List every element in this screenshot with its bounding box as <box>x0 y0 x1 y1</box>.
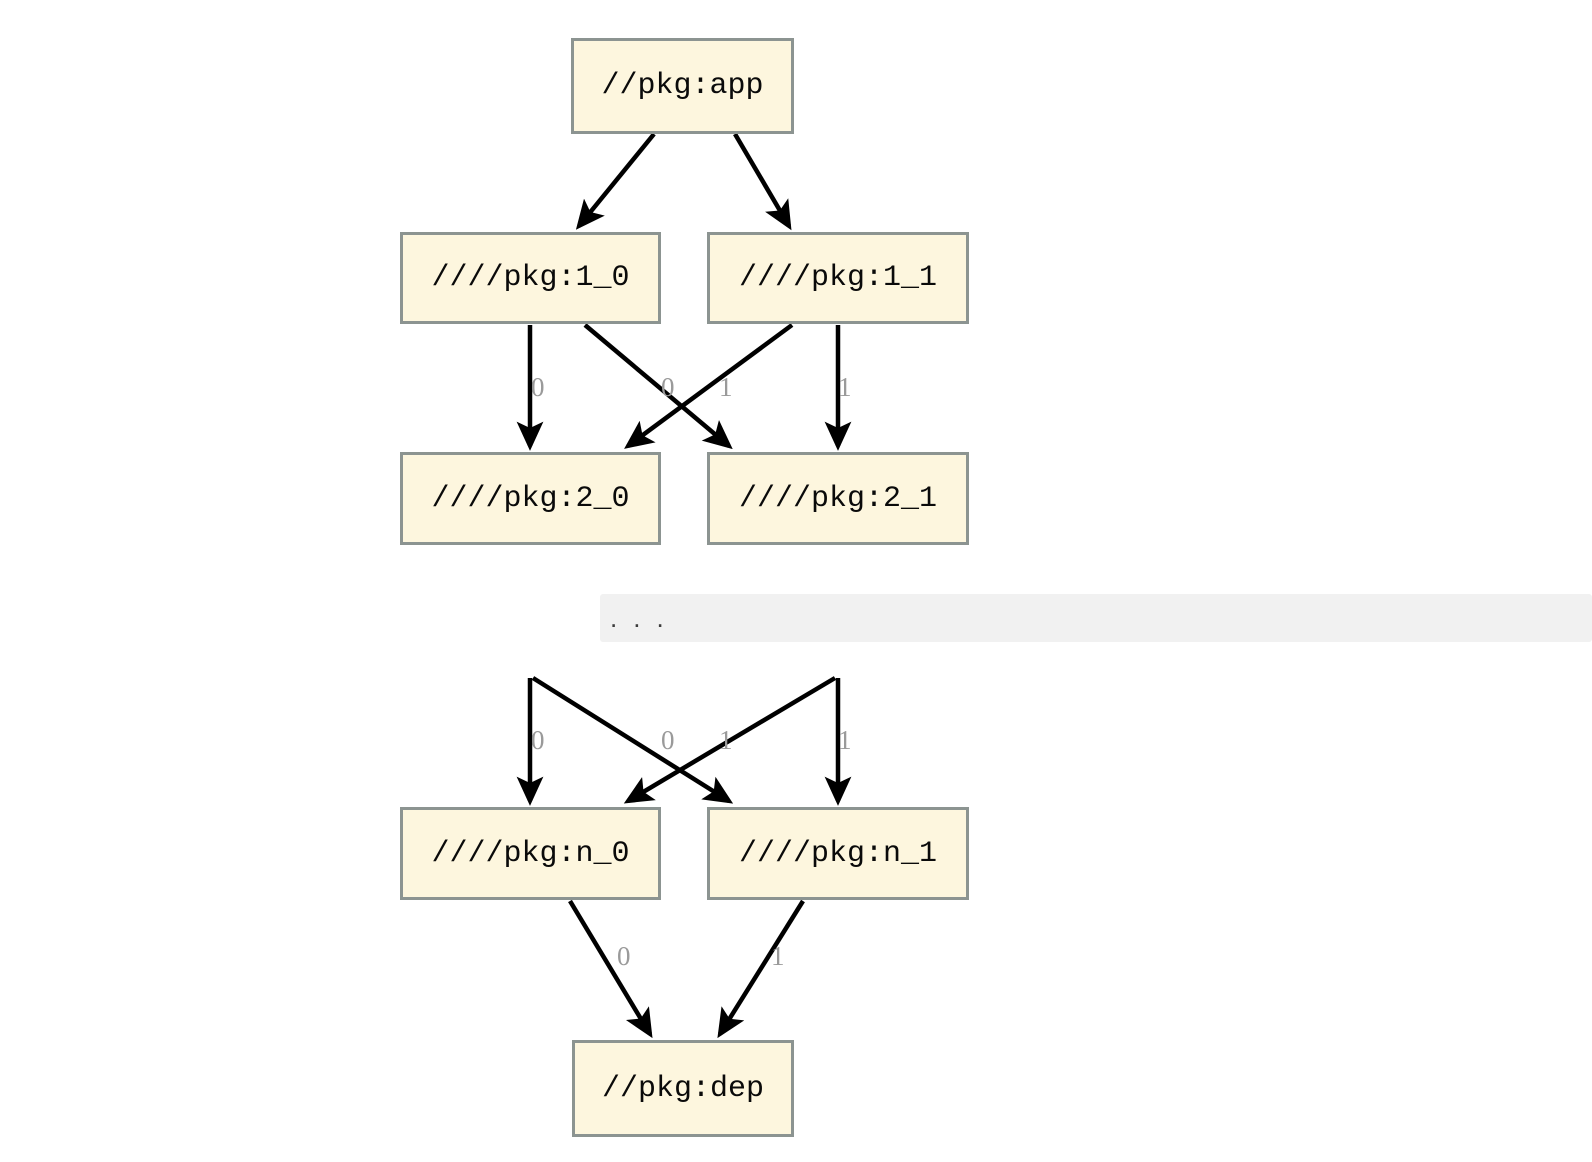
node-pkg-2_0[interactable]: ////pkg:2_0 <box>400 452 661 545</box>
node-label: ////pkg:1_1 <box>738 261 938 295</box>
node-pkg-app[interactable]: //pkg:app <box>571 38 794 134</box>
edge-1_0-to-2_1 <box>583 323 733 450</box>
ellipsis-band <box>600 594 1592 642</box>
node-label: ////pkg:n_1 <box>738 836 938 871</box>
node-pkg-2_1[interactable]: ////pkg:2_1 <box>707 452 969 545</box>
edge-n_0-to-dep <box>568 899 653 1039</box>
node-label: ////pkg:n_0 <box>431 836 630 871</box>
edge-label-1_0-2_1: 1 <box>719 372 733 402</box>
edge-above-to-n_1 <box>531 676 734 804</box>
edge-label-above-n_0: 0 <box>531 725 545 755</box>
edge-label-n_0-dep: 0 <box>617 941 631 971</box>
node-pkg-1_0[interactable]: ////pkg:1_0 <box>400 232 661 324</box>
edge-label-1_1-2_1: 1 <box>838 372 852 402</box>
edge-label-above-n_0-cross: 0 <box>661 725 675 755</box>
node-label: //pkg:app <box>601 69 764 103</box>
node-label: ////pkg:1_0 <box>431 261 630 295</box>
edge-app-to-1_1 <box>733 132 792 231</box>
edge-n_1-to-dep <box>717 899 805 1039</box>
edge-label-1_0-2_0: 0 <box>531 372 545 402</box>
node-pkg-1_1[interactable]: ////pkg:1_1 <box>707 232 969 324</box>
node-pkg-n_0[interactable]: ////pkg:n_0 <box>400 807 661 900</box>
edge-1_1-to-2_0 <box>624 323 794 449</box>
node-pkg-n_1[interactable]: ////pkg:n_1 <box>707 807 969 900</box>
ellipsis-dots: ... <box>610 603 680 633</box>
edge-above-to-n_0-cross <box>623 676 837 804</box>
edge-label-1_1-2_0: 0 <box>661 372 675 402</box>
node-pkg-dep[interactable]: //pkg:dep <box>572 1040 794 1137</box>
node-label: ////pkg:2_1 <box>738 481 938 516</box>
node-label: //pkg:dep <box>601 1071 765 1106</box>
edge-label-above-n_1: 1 <box>838 725 852 755</box>
node-label: ////pkg:2_0 <box>431 481 630 516</box>
edge-app-to-1_0 <box>575 132 656 230</box>
edge-label-above-n_1-cross: 1 <box>719 725 733 755</box>
edge-label-n_1-dep: 1 <box>771 941 785 971</box>
